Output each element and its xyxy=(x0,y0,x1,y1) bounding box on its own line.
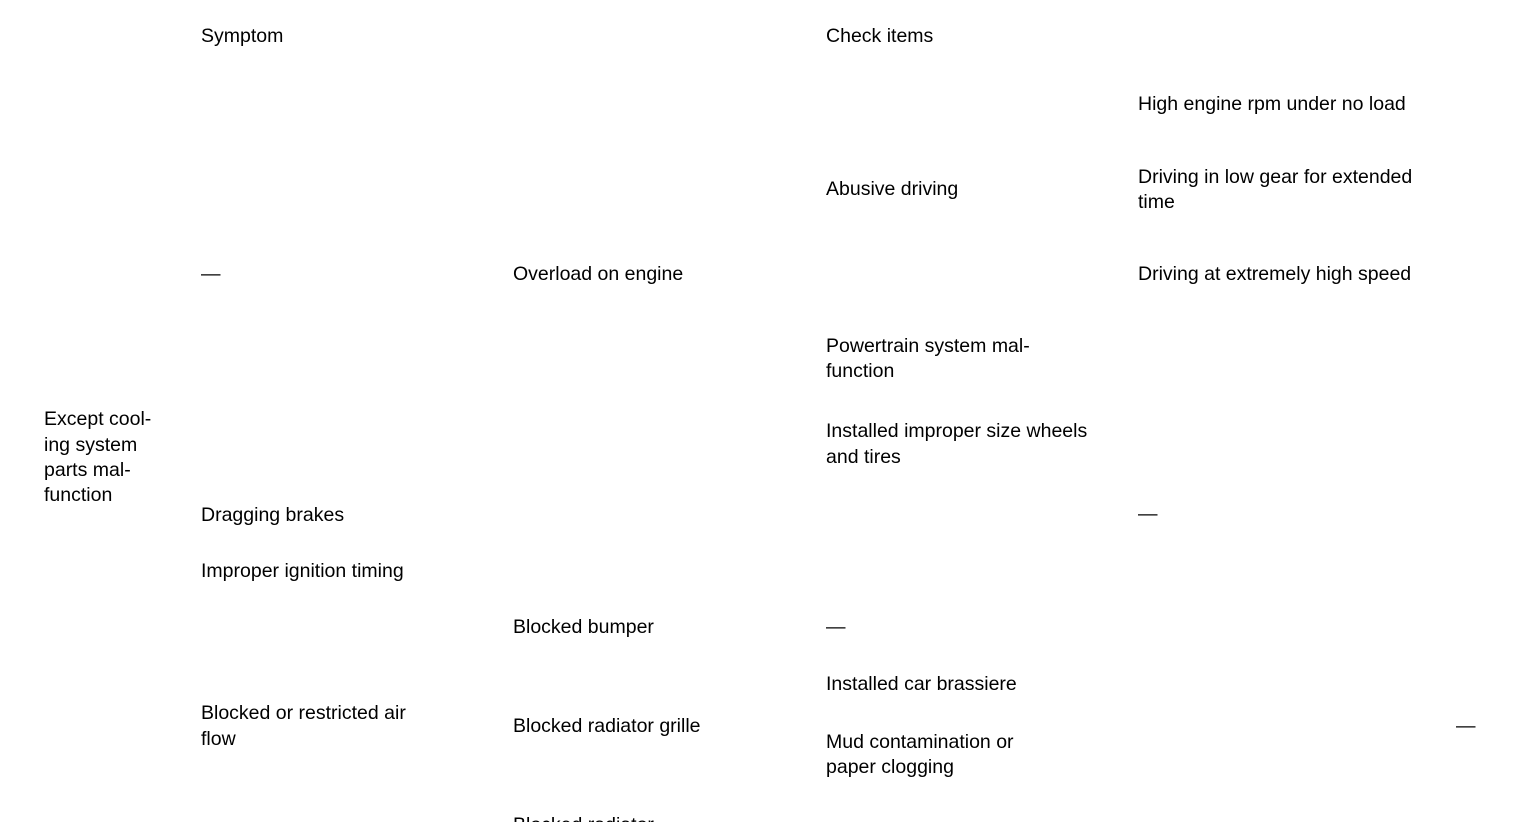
check-abusive-driving: Abusive driving xyxy=(826,177,959,200)
check-driving-high-speed: Driving at extremely high speed xyxy=(1138,262,1412,285)
table-row: Improper ignition timing xyxy=(33,544,1445,600)
header-symptom: Symptom xyxy=(201,25,284,48)
item-blocked-radiator-grille: Blocked radiator grille xyxy=(513,715,701,738)
table-row: Installed improper size wheels and tires xyxy=(33,402,1445,488)
check-high-engine-rpm: High engine rpm under no load xyxy=(1138,93,1406,116)
troubleshooting-table-wrapper: Symptom Check items Except cool-ing syst… xyxy=(33,12,1476,822)
check-driving-low-gear: Driving in low gear for extended time xyxy=(1138,165,1413,213)
table-row: Blocked radiator — xyxy=(33,798,1445,822)
check-improper-wheels-tires: Installed improper size wheels and tires xyxy=(826,420,1088,468)
check-powertrain-label: Powertrain system mal-function xyxy=(826,334,1030,382)
header-blank-cell xyxy=(33,12,190,63)
table-row: Dragging brakes xyxy=(33,488,1445,544)
check-installed-car-brassiere: Installed car brassiere xyxy=(826,672,1017,695)
check-blocked-bumper-dash: — xyxy=(826,616,846,639)
table-row: Driving at extremely high speed xyxy=(33,233,1445,317)
symptom-overload-on-engine: Overload on engine xyxy=(513,263,684,286)
table-header-row: Symptom Check items xyxy=(33,12,1445,63)
check-dash-middle: — xyxy=(1138,502,1158,525)
item-blocked-radiator: Blocked radiator xyxy=(502,798,815,822)
table-row: Powertrain system mal-function — xyxy=(33,317,1445,525)
item-blocked-bumper: Blocked bumper xyxy=(513,616,654,639)
check-powertrain-malfunction: Powertrain system mal-function xyxy=(815,317,1127,402)
check-improper-ignition-timing: Improper ignition timing xyxy=(201,559,404,582)
troubleshooting-table: Symptom Check items Except cool-ing syst… xyxy=(33,12,1476,822)
symptom-primary-dash: — xyxy=(201,263,221,286)
table-row: Blocked radiator grille Installed car br… xyxy=(33,657,1445,738)
check-blocked-radiator-dash: — xyxy=(815,798,1127,822)
table-row: Driving in low gear for extended time xyxy=(33,148,1445,233)
check-dragging-brakes: Dragging brakes xyxy=(201,503,345,526)
header-check-items: Check items xyxy=(826,25,934,48)
